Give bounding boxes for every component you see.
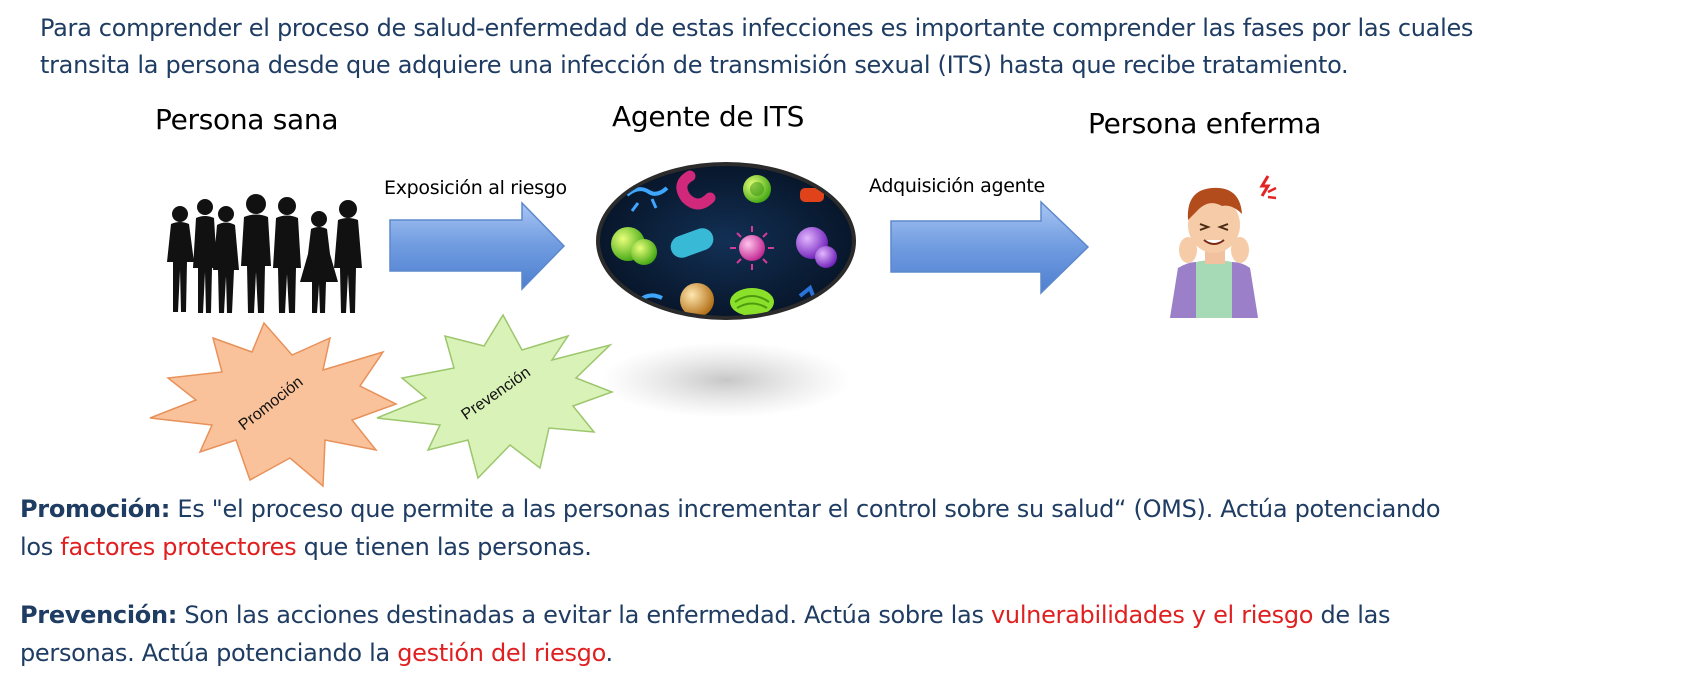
promotion-text-3: que tienen las personas. xyxy=(296,533,592,561)
arrow-label-acquisition: Adquisición agente xyxy=(869,175,1045,197)
promotion-term: Promoción: xyxy=(20,495,171,523)
promotion-definition-line-2: los factores protectores que tienen las … xyxy=(20,528,1660,566)
promotion-burst: Promoción xyxy=(149,321,398,488)
exposure-arrow xyxy=(389,201,566,291)
acquisition-arrow xyxy=(890,200,1090,295)
prevention-term: Prevención: xyxy=(20,601,178,629)
intro-text: Para comprender el proceso de salud-enfe… xyxy=(40,10,1680,84)
stage-title-sick: Persona enferma xyxy=(1088,107,1322,140)
microbes-lens-icon xyxy=(596,162,856,320)
intro-line-2: transita la persona desde que adquiere u… xyxy=(40,51,1349,79)
prevention-definition-line-1: Prevención: Son las acciones destinadas … xyxy=(20,596,1660,634)
prevention-highlight-2: gestión del riesgo xyxy=(397,639,606,667)
promotion-text-2: los xyxy=(20,533,61,561)
stage-title-agent: Agente de ITS xyxy=(612,100,805,133)
prevention-burst: Prevención xyxy=(376,313,615,480)
lens-shadow xyxy=(601,342,851,418)
prevention-highlight-1: vulnerabilidades y el riesgo xyxy=(991,601,1314,629)
arrow-label-exposure: Exposición al riesgo xyxy=(384,177,567,199)
sick-person-icon xyxy=(1170,175,1277,318)
prevention-text-1: Son las acciones destinadas a evitar la … xyxy=(177,601,991,629)
intro-line-1: Para comprender el proceso de salud-enfe… xyxy=(40,14,1474,42)
prevention-definition: Prevención: Son las acciones destinadas … xyxy=(20,596,1660,672)
promotion-definition-line-1: Promoción: Es "el proceso que permite a … xyxy=(20,490,1660,528)
prevention-text-2: de las xyxy=(1313,601,1391,629)
promotion-text-1: Es "el proceso que permite a las persona… xyxy=(170,495,1441,523)
prevention-text-3: personas. Actúa potenciando la xyxy=(20,639,398,667)
silhouettes-group-icon xyxy=(167,194,362,313)
promotion-definition: Promoción: Es "el proceso que permite a … xyxy=(20,490,1660,566)
prevention-definition-line-2: personas. Actúa potenciando la gestión d… xyxy=(20,634,1660,672)
stage-title-healthy: Persona sana xyxy=(155,103,339,136)
promotion-highlight: factores protectores xyxy=(60,533,297,561)
prevention-text-4: . xyxy=(605,639,614,667)
